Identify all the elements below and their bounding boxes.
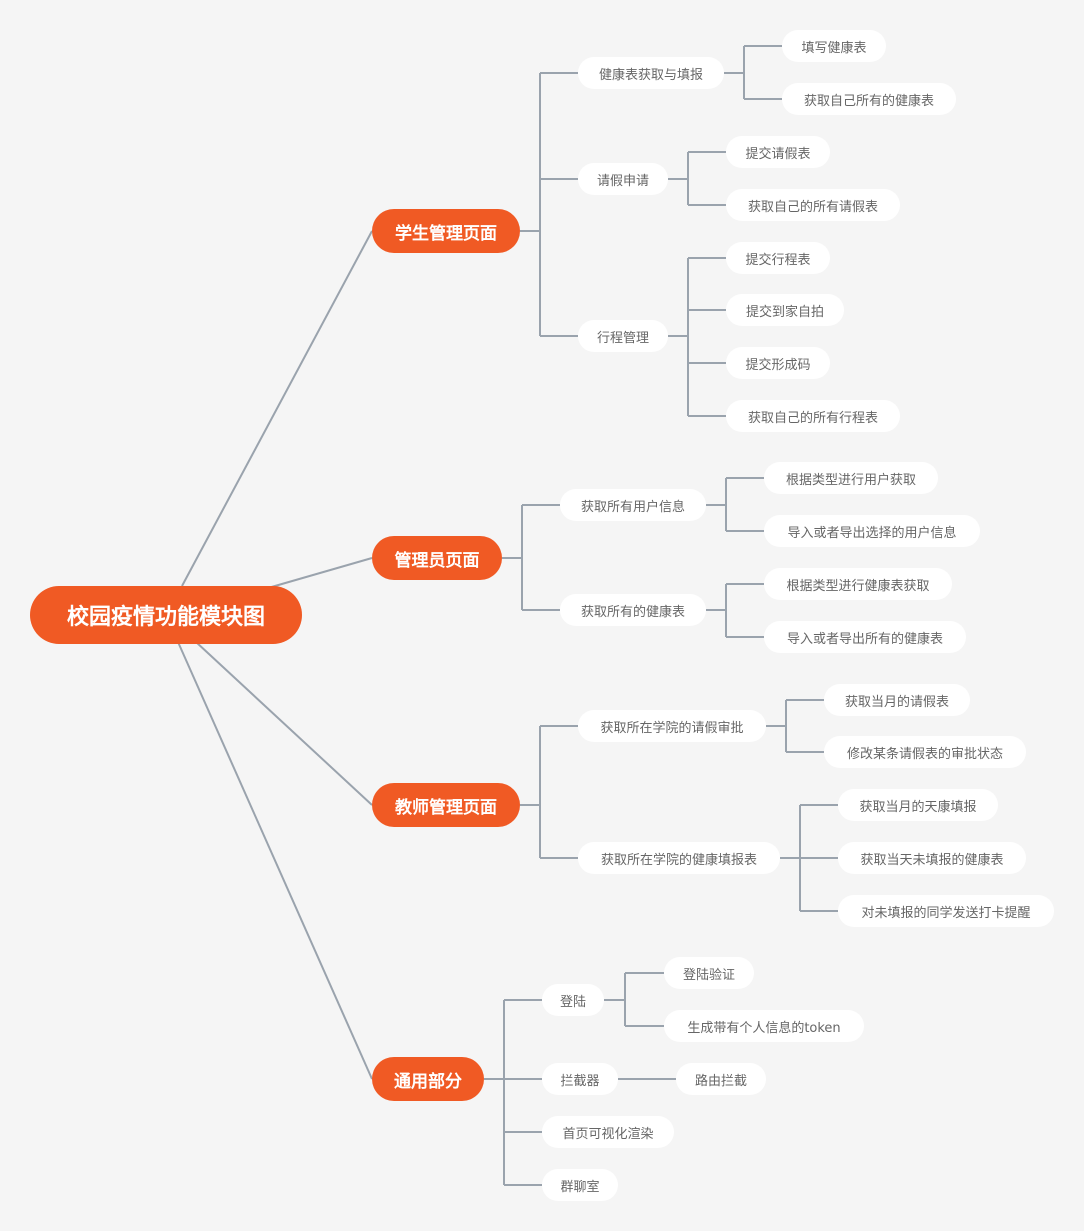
bracket-connector-9	[780, 804, 838, 912]
sub-college-leave-approval: 获取所在学院的请假审批	[578, 710, 766, 742]
root-to-branch-3	[177, 641, 373, 1080]
leaf-generate-token: 生成带有个人信息的token	[664, 1010, 864, 1042]
leaf-submit-travel-code: 提交形成码	[726, 347, 830, 379]
leaf-submit-home-selfie: 提交到家自拍	[726, 294, 844, 326]
leaf-submit-itinerary: 提交行程表	[726, 242, 830, 274]
bracket-connector-2	[668, 151, 726, 206]
leaf-get-monthly-leave-forms: 获取当月的请假表	[824, 684, 970, 716]
root-to-branch-2	[195, 641, 373, 806]
leaf-login-verification: 登陆验证	[664, 957, 754, 989]
bracket-connector-11	[604, 972, 664, 1027]
leaf-import-export-users: 导入或者导出选择的用户信息	[764, 515, 980, 547]
bracket-connector-5	[706, 477, 764, 532]
leaf-get-health-forms-by-type: 根据类型进行健康表获取	[764, 568, 952, 600]
sub-health-form: 健康表获取与填报	[578, 57, 724, 89]
sub-itinerary-management: 行程管理	[578, 320, 668, 352]
bracket-connector-1	[724, 45, 782, 100]
branch-student-management: 学生管理页面	[372, 209, 520, 253]
leaf-get-today-unreported: 获取当天未填报的健康表	[838, 842, 1026, 874]
leaf-send-checkin-reminder: 对未填报的同学发送打卡提醒	[838, 895, 1054, 927]
branch-common: 通用部分	[372, 1057, 484, 1101]
leaf-get-own-itineraries: 获取自己的所有行程表	[726, 400, 900, 432]
leaf-route-interception: 路由拦截	[676, 1063, 766, 1095]
leaf-fill-health-form: 填写健康表	[782, 30, 886, 62]
bracket-connector-7	[520, 725, 578, 859]
sub-college-health-reports: 获取所在学院的健康填报表	[578, 842, 780, 874]
root-node: 校园疫情功能模块图	[30, 586, 302, 644]
leaf-get-own-health-forms: 获取自己所有的健康表	[782, 83, 956, 115]
sub-get-all-health-forms: 获取所有的健康表	[560, 594, 706, 626]
bracket-connector-10	[484, 999, 542, 1186]
sub-interceptor: 拦截器	[542, 1063, 618, 1095]
root-to-branch-0	[181, 230, 373, 587]
bracket-connector-4	[502, 504, 560, 611]
leaf-update-leave-approval-status: 修改某条请假表的审批状态	[824, 736, 1026, 768]
bracket-connector-0	[520, 72, 578, 337]
leaf-submit-leave-form: 提交请假表	[726, 136, 830, 168]
bracket-connector-8	[766, 699, 824, 753]
branch-teacher-management: 教师管理页面	[372, 783, 520, 827]
leaf-get-users-by-type: 根据类型进行用户获取	[764, 462, 938, 494]
sub-login: 登陆	[542, 984, 604, 1016]
leaf-get-monthly-health-reports: 获取当月的天康填报	[838, 789, 998, 821]
bracket-connector-6	[706, 583, 764, 638]
branch-admin: 管理员页面	[372, 536, 502, 580]
leaf-get-own-leave-forms: 获取自己的所有请假表	[726, 189, 900, 221]
sub-group-chat: 群聊室	[542, 1169, 618, 1201]
sub-get-all-user-info: 获取所有用户信息	[560, 489, 706, 521]
bracket-connector-3	[668, 257, 726, 417]
root-to-branch-1	[267, 557, 373, 589]
sub-leave-request: 请假申请	[578, 163, 668, 195]
sub-homepage-visualization: 首页可视化渲染	[542, 1116, 674, 1148]
leaf-import-export-health-forms: 导入或者导出所有的健康表	[764, 621, 966, 653]
